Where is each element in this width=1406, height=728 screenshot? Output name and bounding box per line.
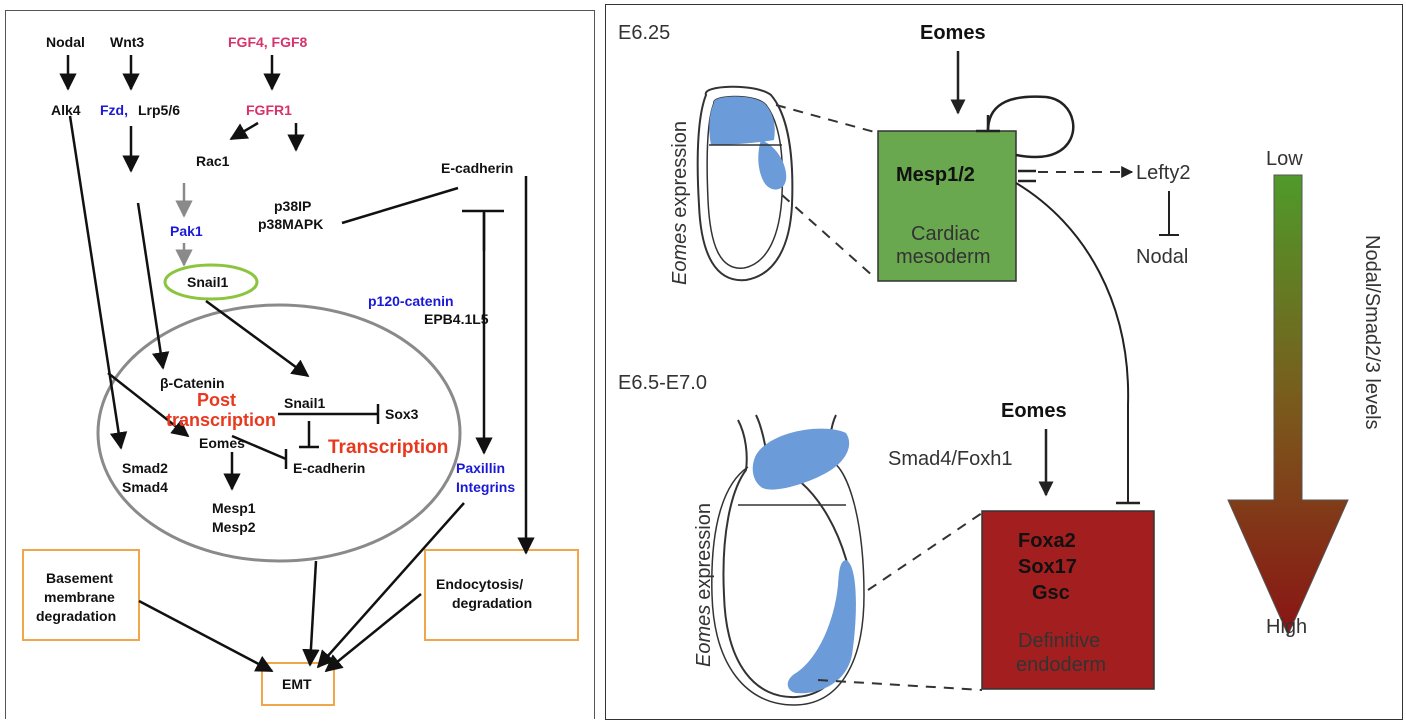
- label-degradation-left: degradation: [36, 608, 116, 624]
- signaling-pathway-diagram: Nodal Wnt3 FGF4, FGF8 Alk4 Fzd, Lrp5/6 F…: [22, 34, 579, 706]
- label-mesp2: Mesp2: [212, 519, 256, 535]
- label-snail1-inner: Snail1: [284, 395, 325, 411]
- label-smad2: Smad2: [122, 460, 168, 476]
- label-degradation-right: degradation: [452, 595, 532, 611]
- label-integrins: Integrins: [456, 479, 515, 495]
- svg-text:Eomesexpression: Eomes expression: [669, 121, 691, 285]
- label-smad4-foxh1: Smad4/Foxh1: [888, 448, 1013, 470]
- label-nodal-right: Nodal: [1136, 246, 1188, 268]
- label-rac1: Rac1: [196, 153, 230, 169]
- embryo-label-top: Eomes expression: [669, 121, 691, 285]
- basement-box: [22, 549, 140, 641]
- label-epb41l5: EPB4.1L5: [424, 311, 489, 327]
- label-gradient: Nodal/Smad2/3 levels: [1361, 235, 1383, 430]
- label-p120-catenin: p120-catenin: [368, 293, 454, 309]
- label-paxillin: Paxillin: [456, 460, 505, 476]
- eomes-italic-top: Eomes: [669, 223, 691, 285]
- label-ecadherin-inner: E-cadherin: [293, 460, 365, 476]
- label-wnt3: Wnt3: [110, 34, 144, 50]
- signaling-pathway-panel: Nodal Wnt3 FGF4, FGF8 Alk4 Fzd, Lrp5/6 F…: [5, 10, 595, 719]
- label-p38mapk: p38MAPK: [258, 216, 323, 232]
- label-alk4: Alk4: [51, 102, 81, 118]
- label-nodal: Nodal: [46, 34, 85, 50]
- label-post-transcription: transcription: [166, 410, 276, 430]
- nodal-gradient-arrow: [1227, 174, 1349, 637]
- dashed-lines-bottom: [817, 512, 983, 691]
- nucleus-ellipse: [96, 303, 462, 563]
- label-mesp12: Mesp1/2: [896, 164, 975, 186]
- label-fgf4-fgf8: FGF4, FGF8: [228, 34, 308, 50]
- stage-e65-e70: E6.5-E7.0: [618, 372, 707, 394]
- mesp-self-loop: [986, 95, 1075, 159]
- label-sox3: Sox3: [385, 406, 419, 422]
- label-ecadherin-top: E-cadherin: [441, 160, 513, 176]
- label-cardiac: Cardiac: [911, 223, 980, 245]
- label-endoderm: endoderm: [1016, 654, 1106, 676]
- label-basement: Basement: [46, 570, 113, 586]
- dashed-lines-top: [775, 104, 879, 278]
- eomes-diagram: E6.25 E6.5-E7.0 Eomesexpression Mesp1/2 …: [618, 22, 1383, 706]
- label-pak1: Pak1: [170, 223, 203, 239]
- label-post: Post: [197, 390, 236, 410]
- label-eomes: Eomes: [199, 435, 245, 451]
- label-gsc: Gsc: [1032, 582, 1070, 604]
- label-fgfr1: FGFR1: [246, 102, 292, 118]
- label-definitive: Definitive: [1018, 630, 1100, 652]
- pathway-arrows: [59, 55, 535, 673]
- label-smad4: Smad4: [122, 479, 168, 495]
- expression-bottom: expression: [693, 503, 715, 600]
- label-emt: EMT: [282, 676, 312, 692]
- label-endocytosis: Endocytosis/: [436, 576, 523, 592]
- definitive-endoderm-box: [981, 510, 1155, 690]
- label-fzd: Fzd,: [100, 102, 128, 118]
- cardiac-mesoderm-box: [877, 130, 1017, 282]
- emt-box: [261, 662, 335, 706]
- label-snail1-top: Snail1: [187, 274, 228, 290]
- label-p38ip: p38IP: [274, 198, 311, 214]
- stage-e625: E6.25: [618, 22, 670, 44]
- label-eomes-top: Eomes: [920, 22, 986, 44]
- label-eomes-bottom: Eomes: [1001, 400, 1067, 422]
- label-mesoderm: mesoderm: [896, 246, 990, 268]
- label-low: Low: [1266, 148, 1303, 170]
- label-mesp1: Mesp1: [212, 500, 256, 516]
- label-lefty2: Lefty2: [1136, 162, 1190, 184]
- endocytosis-box: [424, 549, 579, 641]
- mesp-inhibits-endoderm: [1015, 182, 1130, 503]
- label-lrp56: Lrp5/6: [138, 102, 180, 118]
- label-beta-catenin: β-Catenin: [160, 375, 225, 391]
- snail1-highlight: [163, 263, 259, 301]
- embryo-e625: [696, 85, 794, 282]
- embryo-label-bottom: Eomes expression: [693, 503, 715, 667]
- label-transcription: Transcription: [328, 437, 448, 458]
- svg-text:Eomesexpression: Eomes expression: [693, 503, 715, 667]
- expression-top: expression: [669, 121, 691, 218]
- label-sox17: Sox17: [1018, 556, 1077, 578]
- label-membrane: membrane: [44, 589, 115, 605]
- eomes-expression-panel: E6.25 E6.5-E7.0 Eomesexpression Mesp1/2 …: [605, 4, 1403, 720]
- embryo-e65: [711, 414, 865, 706]
- label-foxa2: Foxa2: [1018, 530, 1076, 552]
- label-high: High: [1266, 616, 1307, 638]
- eomes-italic-bottom: Eomes: [693, 605, 715, 667]
